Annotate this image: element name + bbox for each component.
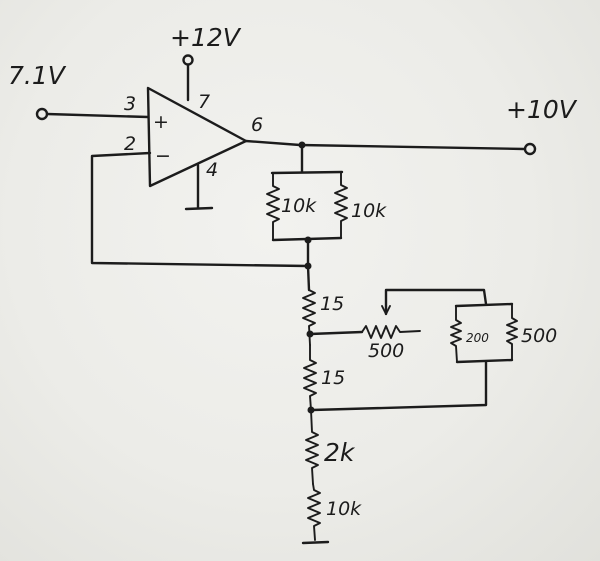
label-supply-voltage: +12V xyxy=(170,23,242,52)
supply-terminal xyxy=(182,54,194,66)
label-15-upper: 15 xyxy=(320,293,344,315)
input-terminal xyxy=(35,107,49,121)
output-wire xyxy=(244,139,526,151)
label-trimmer-500: 500 xyxy=(368,340,404,362)
label-pin-7: 7 xyxy=(198,91,210,113)
trimmer-wiper-wire xyxy=(384,288,488,316)
label-10k-left: 10k xyxy=(281,195,317,217)
box-return-wire xyxy=(310,360,488,412)
resistor-10k-bottom xyxy=(307,483,321,541)
label-pin-6: 6 xyxy=(251,114,263,136)
minus-sign: − xyxy=(155,145,171,167)
resistor-15-lower xyxy=(303,344,317,411)
input-wire xyxy=(45,112,150,119)
output-terminal xyxy=(523,142,537,156)
label-pin-2: 2 xyxy=(124,133,136,155)
plus-sign: + xyxy=(153,111,169,133)
label-10k-bottom: 10k xyxy=(326,498,362,520)
ground-symbol-top xyxy=(184,206,214,211)
box-top-bar xyxy=(454,302,514,308)
resistor-15-upper xyxy=(302,289,316,346)
resistor-10k-right xyxy=(334,171,348,239)
label-pin-4: 4 xyxy=(206,159,218,181)
chain-wire-1 xyxy=(306,264,311,292)
label-pin-3: 3 xyxy=(124,93,136,115)
label-input-voltage: 7.1V xyxy=(8,61,67,90)
label-500-box: 500 xyxy=(521,325,557,347)
feedback-wire xyxy=(90,151,310,268)
resistor-200 xyxy=(450,305,462,363)
label-2k: 2k xyxy=(324,438,356,467)
resistor-10k-left xyxy=(266,172,280,241)
trimmer-resistor xyxy=(361,325,421,339)
trimmer-wiper-arrow xyxy=(381,305,391,315)
label-10k-right: 10k xyxy=(351,200,387,222)
bottom-ground-symbol xyxy=(301,540,330,545)
op-amp-triangle xyxy=(146,86,248,188)
box-bottom-bar xyxy=(455,358,514,364)
parallel-bottom-dot xyxy=(304,236,312,244)
label-15-lower: 15 xyxy=(321,367,345,389)
trimmer-left-wire xyxy=(308,330,364,336)
label-200: 200 xyxy=(466,331,489,345)
label-output-voltage: +10V xyxy=(506,95,578,124)
resistor-500-box xyxy=(506,303,518,361)
resistor-2k xyxy=(305,409,319,485)
parallel-top-bar xyxy=(270,170,344,175)
